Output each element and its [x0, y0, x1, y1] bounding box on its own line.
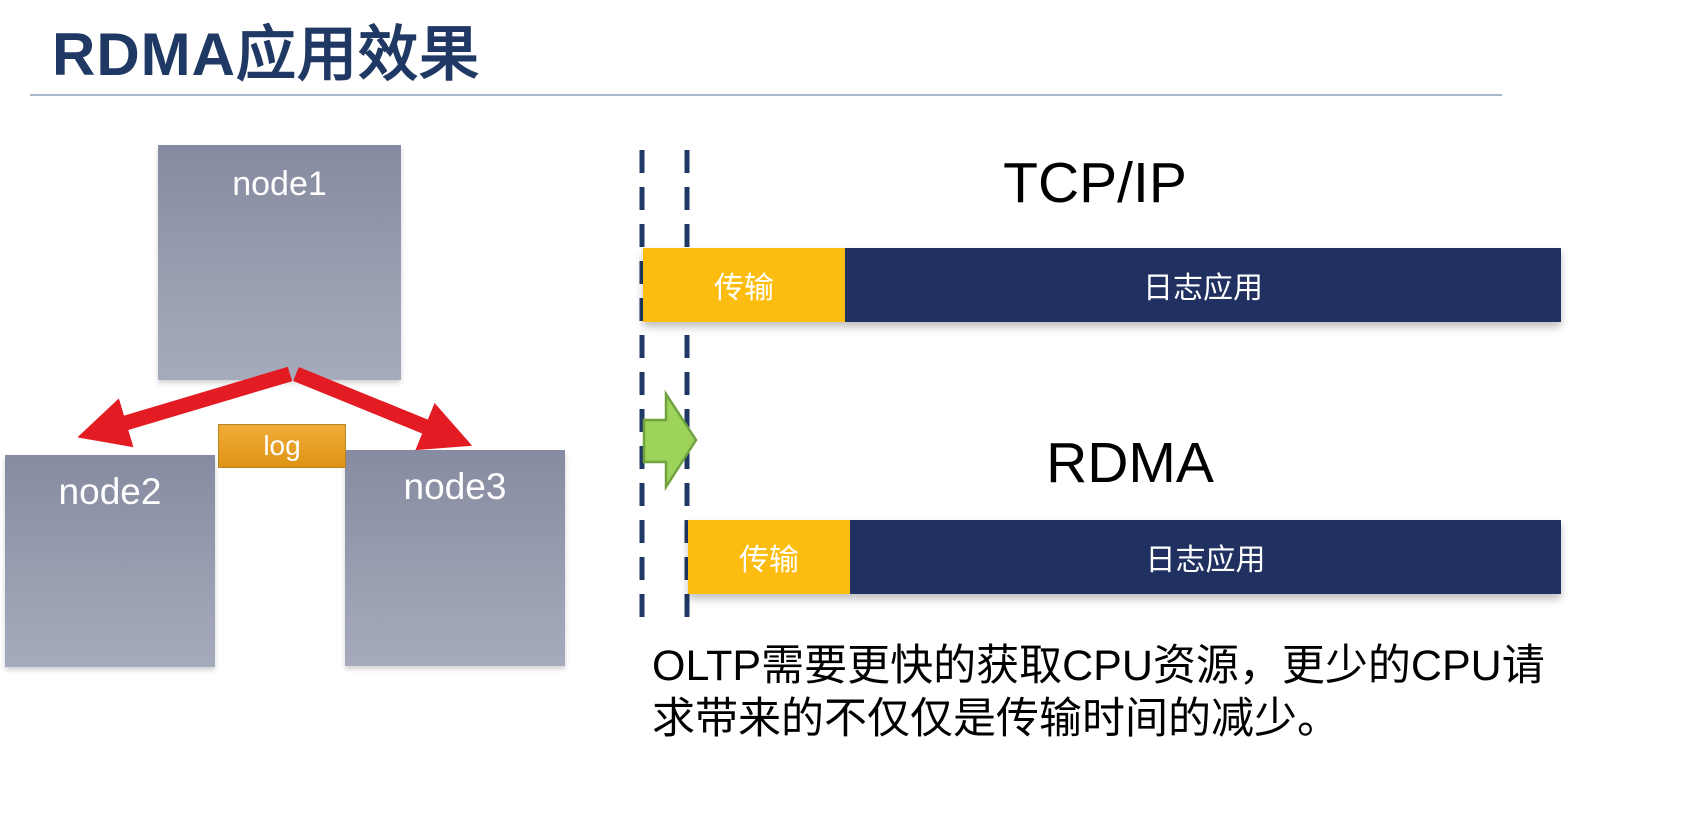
tcp-ip-title: TCP/IP: [1003, 151, 1187, 215]
tcp-transfer-label: 传输: [714, 272, 774, 305]
tcp-app-segment: 日志应用: [845, 248, 1561, 322]
rdma-transfer-label: 传输: [739, 544, 799, 577]
rdma-app-label: 日志应用: [1145, 544, 1266, 577]
caption-line-1: OLTP需要更快的获取CPU资源，更少的CPU请: [652, 642, 1545, 690]
node1-box: node1: [158, 145, 401, 380]
green-right-arrow-icon: [642, 389, 698, 492]
tcp-timeline-bar: 传输 日志应用: [643, 248, 1561, 322]
tcp-app-label: 日志应用: [1143, 272, 1263, 305]
node3-box: node3: [345, 450, 565, 666]
rdma-timeline-bar: 传输 日志应用: [688, 520, 1561, 594]
node2-box: node2: [5, 455, 215, 667]
log-box: log: [218, 424, 346, 468]
rdma-transfer-segment: 传输: [688, 520, 850, 594]
caption-line-2: 求带来的不仅仅是传输时间的减少。: [652, 695, 1340, 744]
node3-label: node3: [403, 466, 507, 507]
page-title: RDMA应用效果: [52, 21, 480, 88]
node2-label: node2: [58, 471, 162, 512]
rdma-app-segment: 日志应用: [850, 520, 1561, 594]
caption-text: OLTP需要更快的获取CPU资源，更少的CPU请 求带来的不仅仅是传输时间的减少…: [652, 640, 1612, 747]
title-divider: [30, 94, 1502, 96]
log-label: log: [263, 430, 301, 461]
node1-label: node1: [232, 165, 327, 203]
rdma-title: RDMA: [1046, 431, 1214, 495]
tcp-transfer-segment: 传输: [643, 248, 845, 322]
